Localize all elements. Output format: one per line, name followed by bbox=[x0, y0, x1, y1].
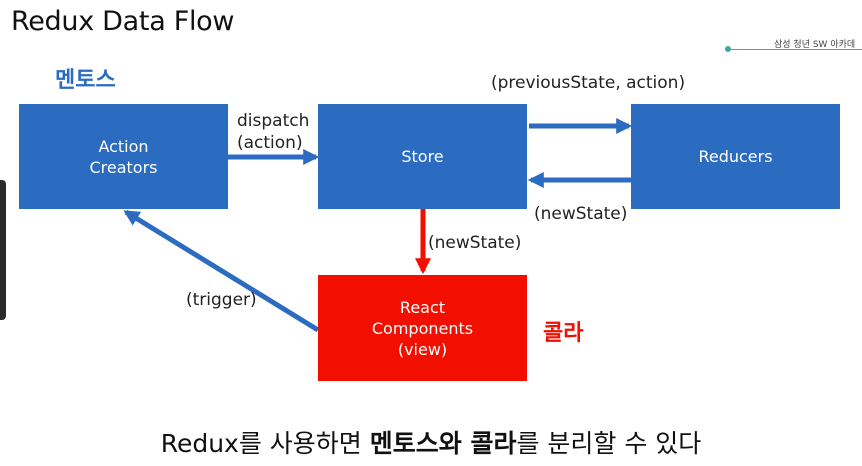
side-panel-handle[interactable] bbox=[0, 180, 6, 320]
reducers-box: Reducers bbox=[631, 104, 840, 209]
trigger-label: (trigger) bbox=[186, 290, 257, 310]
trigger-arrow bbox=[123, 209, 320, 333]
react-components-label: React Components (view) bbox=[371, 297, 474, 359]
cola-tag: 콜라 bbox=[543, 321, 584, 346]
slide-caption: Redux를 사용하면 멘토스와 콜라를 분리할 수 있다 bbox=[0, 424, 862, 460]
store-box: Store bbox=[318, 104, 527, 209]
caption-prefix: Redux를 사용하면 bbox=[160, 429, 370, 458]
react-components-box: React Components (view) bbox=[318, 275, 527, 381]
store-label: Store bbox=[401, 147, 444, 166]
caption-suffix: 를 분리할 수 있다 bbox=[516, 429, 702, 458]
action-creators-label: Action Creators bbox=[89, 136, 158, 177]
new-state-from-reducers-label: (newState) bbox=[534, 204, 628, 224]
action-creators-box: Action Creators bbox=[19, 104, 228, 209]
mentos-tag: 멘토스 bbox=[55, 68, 116, 93]
new-state-to-view-label: (newState) bbox=[428, 233, 522, 253]
caption-emphasis: 멘토스와 콜라 bbox=[369, 429, 517, 458]
brand-divider bbox=[727, 49, 862, 50]
dispatch-label: dispatch (action) bbox=[237, 111, 310, 153]
slide-title: Redux Data Flow bbox=[11, 6, 235, 37]
brand-label: 삼성 청년 SW 아카데 bbox=[774, 40, 856, 50]
reducers-label: Reducers bbox=[698, 147, 773, 166]
previous-state-action-label: (previousState, action) bbox=[491, 73, 686, 93]
